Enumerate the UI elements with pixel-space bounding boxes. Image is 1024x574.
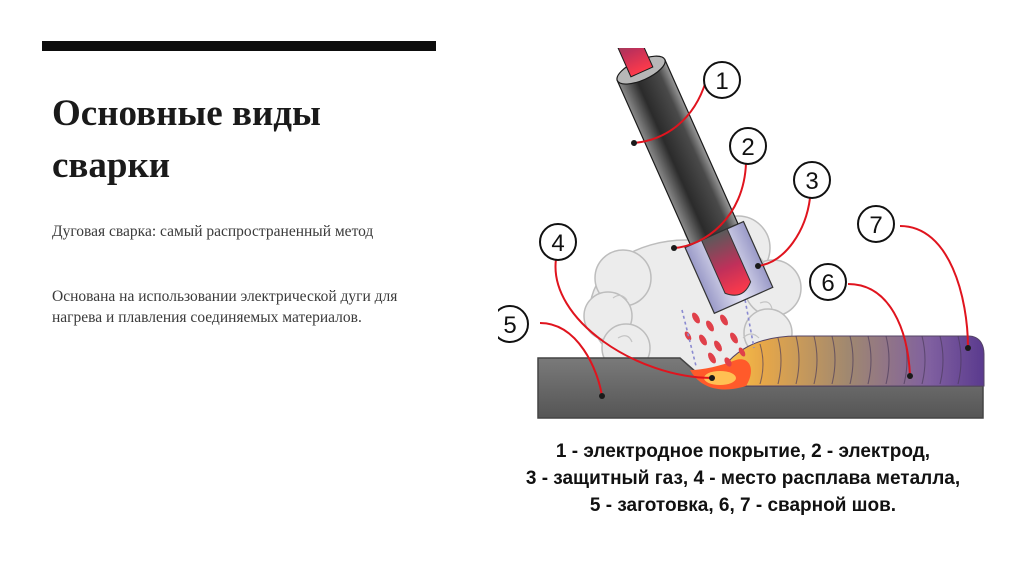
- leader-6: [847, 283, 911, 377]
- leader-2: [673, 162, 747, 249]
- title-line-2: сварки: [52, 145, 171, 186]
- callout-2: 2: [741, 134, 754, 161]
- leader-3: [757, 197, 811, 267]
- title-line-1: Основные виды: [52, 93, 321, 134]
- caption-line-1: 1 - электродное покрытие, 2 - электрод,: [555, 441, 931, 462]
- electrode-holder: [609, 48, 774, 315]
- callout-3: 3: [805, 168, 818, 195]
- leader-1: [633, 80, 707, 144]
- callout-5: 5: [503, 312, 516, 339]
- figure-caption: 1 - электродное покрытие, 2 - электрод, …: [498, 438, 988, 519]
- top-accent-bar: [42, 41, 436, 51]
- callout-4: 4: [551, 230, 564, 257]
- slide-title: Основные виды сварки: [52, 88, 452, 192]
- caption-line-2: 3 - защитный газ, 4 - место расплава мет…: [525, 468, 961, 489]
- callout-1: 1: [715, 68, 728, 95]
- leader-7: [899, 225, 969, 349]
- callout-6: 6: [821, 270, 834, 297]
- paragraph-arc-welding: Дуговая сварка: самый распространенный м…: [52, 223, 374, 240]
- callout-7: 7: [869, 212, 882, 239]
- leader-5: [539, 322, 603, 397]
- welding-diagram: 1 2 3 4 5 6 7: [498, 48, 985, 419]
- caption-line-3: 5 - заготовка, 6, 7 - сварной шов.: [589, 495, 897, 516]
- leader-4: [554, 258, 713, 379]
- paragraph-arc-description: Основана на использовании электрической …: [52, 288, 398, 326]
